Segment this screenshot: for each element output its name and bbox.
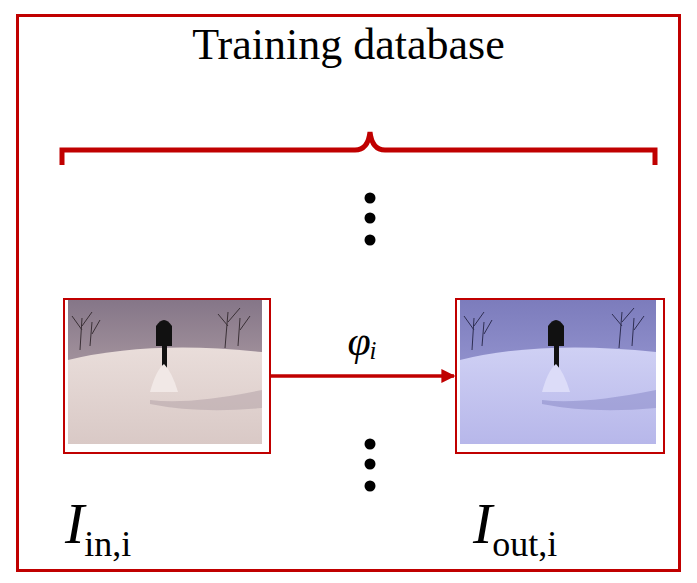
symbol: I — [65, 491, 84, 556]
output-photo — [460, 300, 656, 444]
symbol: I — [473, 491, 492, 556]
edge-label: φᵢ — [348, 318, 378, 364]
image-label: Iout,i — [473, 494, 557, 574]
arrow — [271, 374, 454, 378]
input-photo — [68, 300, 262, 444]
database-frame: Training databaseIin,iIout,i — [16, 14, 681, 572]
subscript: out,i — [492, 524, 557, 564]
subscript: in,i — [84, 524, 131, 564]
curly-brace — [62, 132, 655, 165]
image-label: Iin,i — [65, 494, 131, 574]
input-image-frame: Iin,i — [63, 298, 271, 454]
frame-title: Training database — [19, 19, 678, 71]
output-image-frame: Iout,i — [455, 298, 665, 454]
